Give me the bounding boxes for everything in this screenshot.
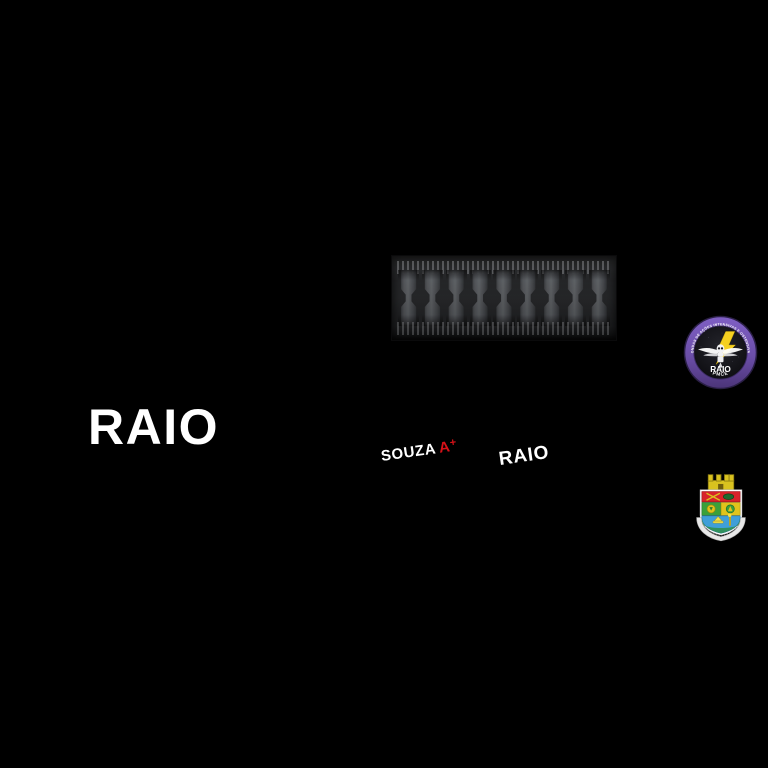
winged-skull-emblem [698,344,743,368]
molle-loop [398,270,420,326]
molle-loop [469,270,491,326]
crest-ribbon [696,517,746,542]
molle-loop [493,270,515,326]
molle-loop [541,270,563,326]
municipal-coat-of-arms [692,470,750,542]
molle-webbing-panel [391,255,617,341]
crest-shield [699,489,743,536]
molle-panel-inner [397,261,611,335]
blood-type-rh: + [449,436,458,450]
molle-loop [517,270,539,326]
molle-loop [564,270,587,326]
raio-round-patch: RAIO RONDAS DE AÇÕES INTENSIVAS E OSTENS… [683,315,758,390]
name-tape-blood-type: A+ [438,436,459,456]
name-tape: SOUZAA+ [379,436,459,465]
raio-wordmark: RAIO [88,399,219,455]
crest-chief-arrows [706,492,721,501]
name-tape-surname: SOUZA [379,440,438,465]
molle-loop-row [397,270,611,326]
molle-stitch-ribs-bottom [397,322,611,335]
molle-loop [445,270,467,326]
chest-tape-raio: RAIO [497,442,551,470]
patch-bottom-label: PMCE [712,370,730,377]
crest-mural-crown [707,474,735,491]
patch-center-label: RAIO [710,365,731,374]
molle-loop [588,270,610,326]
molle-loop [421,270,444,326]
crest-ribbon-text [702,523,740,537]
